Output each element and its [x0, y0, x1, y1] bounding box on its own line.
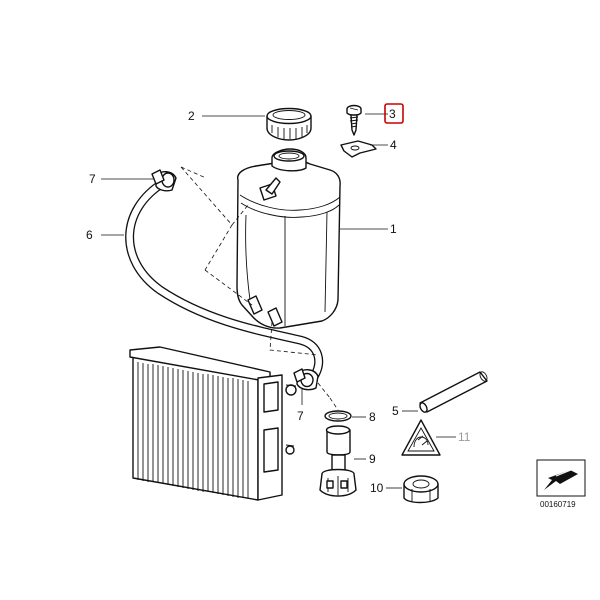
callout-5: 5 [392, 404, 399, 418]
expansion-tank-cap [266, 107, 312, 141]
callout-1: 1 [390, 222, 397, 236]
warning-label [401, 419, 441, 456]
callout-4: 4 [390, 138, 397, 152]
callout-6: 6 [86, 228, 93, 242]
hex-nut [403, 475, 439, 504]
coolant-level-sensor [319, 425, 357, 497]
tapping-screw [346, 104, 362, 136]
hose-clamp-top [151, 169, 177, 192]
callout-9: 9 [369, 452, 376, 466]
o-ring [324, 410, 352, 422]
callout-10: 10 [370, 481, 384, 495]
leader-lines [101, 113, 456, 489]
callout-11: 11 [458, 430, 471, 444]
callout-3-highlight-box [384, 103, 404, 124]
callout-7-bottom: 7 [297, 409, 304, 423]
radiator [129, 346, 297, 501]
callout-labels: 1 2 3 4 5 6 7 7 8 9 10 11 [86, 103, 471, 495]
arrow-icon [544, 470, 578, 490]
coolant-hose [125, 178, 324, 380]
mounting-bracket [340, 140, 377, 158]
callout-8: 8 [369, 410, 376, 424]
callout-2: 2 [188, 109, 195, 123]
hose-clamp-bottom [293, 368, 319, 391]
callout-7-top: 7 [89, 172, 96, 186]
expansion-tank [236, 148, 341, 329]
orientation-marker [536, 459, 586, 497]
diagram-number: 00160719 [540, 500, 576, 509]
callout-3: 3 [389, 107, 396, 121]
hose-section [419, 371, 488, 413]
